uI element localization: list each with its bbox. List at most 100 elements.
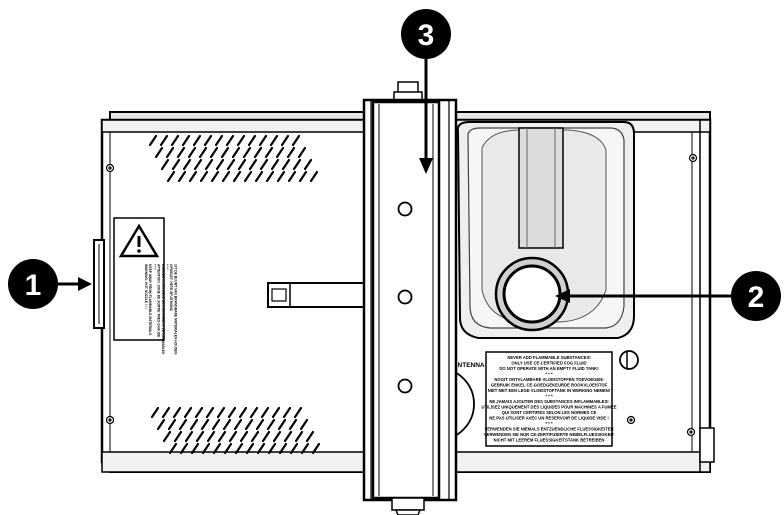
vent-slot [236, 134, 246, 147]
vent-slot [281, 158, 291, 171]
fluid-warning-line: VERWENDEN SIE NUR CE-ZERTIFIZIERTE NEBEL… [484, 432, 615, 437]
fluid-warning-line: ONLY USE CE-CERTIFIED FOG FLUID [511, 361, 586, 366]
vent-slot [167, 418, 177, 431]
vent-slot [291, 134, 301, 147]
vent-slot [154, 146, 164, 159]
vent-slot [209, 146, 219, 159]
vent-slot [187, 146, 197, 159]
caution-line: GARDER A DISTANCE DES MATERIAUX INFLAMMA… [161, 264, 165, 355]
vent-slot [182, 158, 192, 171]
vent-slot [223, 442, 233, 455]
vent-slot [272, 430, 282, 443]
callout-1: 1 [8, 259, 92, 309]
vent-slot [228, 430, 238, 443]
vent-slot [217, 430, 227, 443]
vent-slot [193, 158, 203, 171]
ports [619, 350, 639, 370]
vent-slot [176, 146, 186, 159]
vent-slot [239, 430, 249, 443]
callout-3-number: 3 [418, 19, 435, 52]
vent-slot [266, 418, 276, 431]
top-vent-slots [148, 134, 319, 183]
vent-slot [171, 158, 181, 171]
callout-3: 3 [401, 9, 451, 174]
vent-slot [204, 158, 214, 171]
vent-slot [238, 406, 248, 419]
vent-slot [297, 146, 307, 159]
vent-slot [227, 406, 237, 419]
fluid-warning-line: NICHT MIT LEEREM FLUESSIGKEITSTANK BETRE… [494, 438, 605, 443]
vent-slot [288, 418, 298, 431]
vent-slot [206, 430, 216, 443]
callout-2: 2 [555, 271, 781, 321]
fluid-warning-line: * * * [545, 394, 553, 399]
vent-slot [309, 170, 319, 183]
vent-slot [261, 430, 271, 443]
warning-triangle-icon [118, 223, 160, 258]
vent-slot [210, 170, 220, 183]
vent-slot [172, 406, 182, 419]
vent-slot [194, 406, 204, 419]
vent-slot [276, 170, 286, 183]
vent-slot [233, 418, 243, 431]
vent-slot [178, 418, 188, 431]
vent-slot [265, 170, 275, 183]
fluid-warning-label: NEVER ADD FLAMMABLE SUBSTANCES!ONLY USE … [481, 351, 617, 447]
caution-line: ATTENTION: ZONE DE SORTIE TRES CHAUDE [157, 264, 161, 338]
mounting-bracket [362, 81, 458, 515]
vent-slot [245, 442, 255, 455]
vent-slot [286, 146, 296, 159]
vent-slot [256, 442, 266, 455]
vent-slot [192, 134, 202, 147]
vent-slot [254, 170, 264, 183]
fluid-warning-line: NOOIT ONTVLAMBARE VLOEISTOFFEN TOEVOEGEN… [494, 377, 603, 382]
hot-nozzle-caution-label: WARNING: HOT NOZZLE ! ! !KEEP AWAY FROM … [113, 217, 177, 355]
vent-slot [214, 134, 224, 147]
fluid-warning-line: VERWENDEN SIE NIEMALS ENTZUENDLICHE FLUE… [484, 427, 613, 432]
vent-slot [267, 442, 277, 455]
vent-slot [220, 146, 230, 159]
vent-slot [280, 134, 290, 147]
vent-slot [173, 430, 183, 443]
vent-slot [212, 442, 222, 455]
vent-slot [190, 442, 200, 455]
vent-slot [293, 406, 303, 419]
vent-slot [216, 406, 226, 419]
vent-slot [277, 418, 287, 431]
vent-slot [170, 134, 180, 147]
vent-slot [148, 134, 158, 147]
vent-slot [259, 158, 269, 171]
vent-slot [283, 430, 293, 443]
vent-slot [221, 170, 231, 183]
vent-slot [181, 134, 191, 147]
vent-slot [237, 158, 247, 171]
vent-slot [278, 442, 288, 455]
tank-cap [494, 256, 570, 332]
vent-slot [225, 134, 235, 147]
vent-slot [162, 430, 172, 443]
vent-slot [249, 406, 259, 419]
vent-slot [269, 134, 279, 147]
fluid-warning-line: UTILISEZ UNIQUEMENT DES LIQUIDES POUR MA… [481, 405, 616, 410]
vent-slot [160, 158, 170, 171]
vent-slot [294, 430, 304, 443]
vent-slot [222, 418, 232, 431]
vent-slot [200, 418, 210, 431]
vent-slot [255, 418, 265, 431]
fluid-warning-line: NIET MET EEN LEGE VLOEISTOFTANK IN WERKI… [488, 388, 610, 393]
vent-slot [159, 134, 169, 147]
caution-line: * * * [165, 264, 169, 270]
vent-slot [156, 418, 166, 431]
fluid-warning-line: * * * [545, 421, 553, 426]
vent-slot [264, 146, 274, 159]
fog-nozzle [93, 239, 105, 329]
vent-slot [244, 418, 254, 431]
vent-slot [198, 146, 208, 159]
vent-slot [183, 406, 193, 419]
vent-slot [270, 158, 280, 171]
vent-slot [166, 170, 176, 183]
caution-line: UIT DE BUURT VAN BRANDBARE MATERIALEN HO… [173, 264, 177, 355]
vent-slot [199, 170, 209, 183]
vent-slot [215, 158, 225, 171]
